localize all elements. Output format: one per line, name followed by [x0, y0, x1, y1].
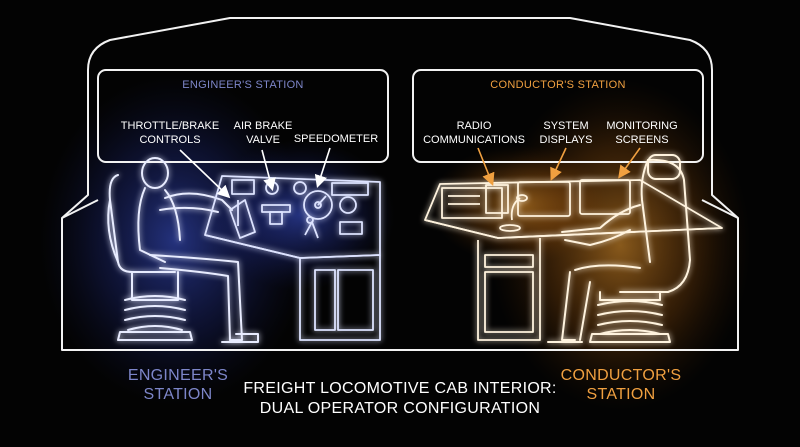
engineer-arrows — [179, 147, 331, 199]
gauge-icon — [293, 181, 307, 195]
throttle-arrow — [179, 149, 231, 199]
engineer-window — [97, 69, 389, 163]
callout-throttle-brake: THROTTLE/BRAKE CONTROLS — [120, 120, 220, 146]
engineer-head — [141, 157, 169, 189]
diagram-title: FREIGHT LOCOMOTIVE CAB INTERIOR: DUAL OP… — [243, 380, 557, 417]
conductor-station-header: CONDUCTOR'S STATION — [490, 79, 626, 91]
engineer-figure — [107, 157, 259, 343]
conductor-station-label: CONDUCTOR'S STATION — [560, 367, 682, 403]
speedometer-arrow — [314, 147, 331, 189]
conductor-seat-spring — [597, 300, 663, 335]
conductor-console — [424, 179, 723, 341]
callout-system-displays: SYSTEM DISPLAYS — [539, 120, 593, 146]
conductor-drawer — [484, 254, 534, 268]
radio-speaker-icon — [485, 184, 509, 214]
throttle-lever — [229, 199, 256, 239]
callout-speedometer: SPEEDOMETER — [293, 133, 379, 145]
radio-panel — [441, 187, 503, 219]
engineer-display — [231, 179, 255, 195]
engineer-station-label: ENGINEER'S STATION — [127, 367, 229, 403]
cab-outline — [61, 17, 739, 351]
radio-arrow — [477, 147, 495, 186]
callout-monitoring-screens: MONITORING SCREENS — [606, 120, 678, 146]
monitoring-arrow — [618, 147, 641, 179]
air-brake-valve — [261, 204, 291, 213]
microphone-icon — [510, 197, 521, 221]
conductor-seat — [619, 158, 691, 293]
callout-air-brake-valve: AIR BRAKE VALVE — [233, 120, 293, 146]
conductor-arrows — [477, 147, 641, 186]
engineer-seat-spring — [124, 295, 186, 331]
engineer-station-header: ENGINEER'S STATION — [182, 79, 304, 91]
engineer-cabinet — [314, 269, 336, 331]
air-brake-arrow — [261, 149, 276, 192]
conductor-figure — [547, 154, 691, 343]
displays-arrow — [550, 147, 567, 181]
gauge-icon — [339, 196, 357, 214]
callout-radio-communications: RADIO COMMUNICATIONS — [423, 120, 525, 146]
conductor-window — [412, 69, 704, 163]
monitoring-screen — [579, 179, 631, 215]
speedometer-gauge — [303, 190, 333, 220]
